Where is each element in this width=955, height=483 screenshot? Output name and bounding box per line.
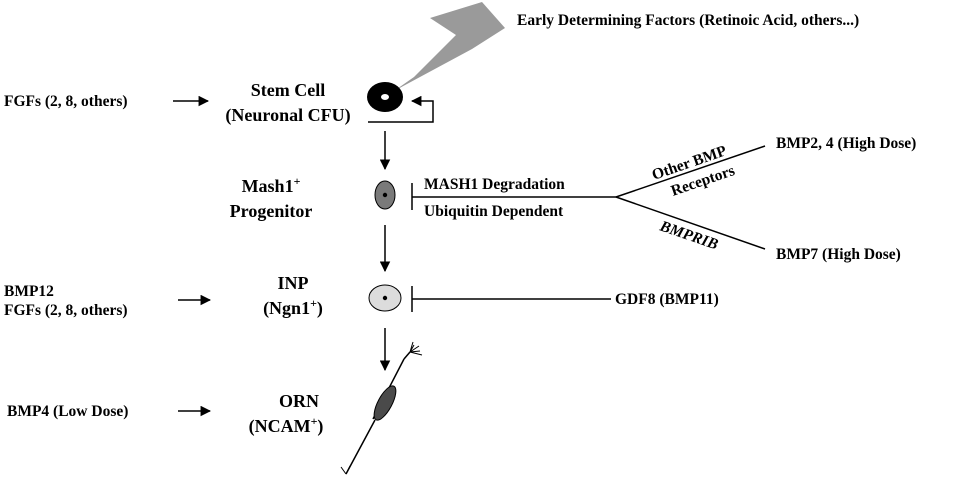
inp-label: INP [278,273,309,293]
olfactory-neuron-icon [340,341,423,475]
bmp24-high-dose-label: BMP2, 4 (High Dose) [776,135,916,152]
stem-cell-label: Stem Cell [251,80,325,100]
ncam-superscript: + [311,414,318,428]
ubiquitin-dependent-label: Ubiquitin Dependent [424,203,564,220]
progenitor-cell-icon [374,180,396,210]
mash1-degradation-label: MASH1 Degradation [424,176,565,193]
progenitor-label: Progenitor [230,201,313,221]
bmp7-high-dose-label: BMP7 (High Dose) [776,246,901,263]
mash1-label: Mash1+ [242,174,301,196]
inp-cell-icon [368,284,402,312]
bmp4-low-dose-label: BMP4 (Low Dose) [7,403,128,420]
ngn1-text: (Ngn1 [263,298,310,319]
ngn1-close: ) [317,298,323,319]
orn-label: ORN [279,391,319,411]
mash1-text: Mash1 [242,176,294,196]
other-bmp-branch [615,145,766,198]
stem-cell-icon [367,82,403,112]
gdf8-label: GDF8 (BMP11) [615,291,719,308]
mash1-superscript: + [294,174,301,188]
ngn1-superscript: + [310,296,317,310]
neuronal-cfu-label: (Neuronal CFU) [225,105,350,126]
early-factors-label: Early Determining Factors (Retinoic Acid… [517,12,859,29]
early-factors-big-arrow [394,2,505,91]
bmp12-label: BMP12 [4,283,54,300]
fgfs-inp-label: FGFs (2, 8, others) [4,302,128,319]
ngn1-label: (Ngn1+) [263,296,323,319]
ncam-label: (NCAM+) [249,414,324,437]
ncam-close: ) [317,416,323,437]
fgfs-stem-label: FGFs (2, 8, others) [4,93,128,110]
bmprib-branch [615,196,766,250]
ncam-text: (NCAM [249,416,311,437]
self-renewal-arrow [368,95,434,123]
